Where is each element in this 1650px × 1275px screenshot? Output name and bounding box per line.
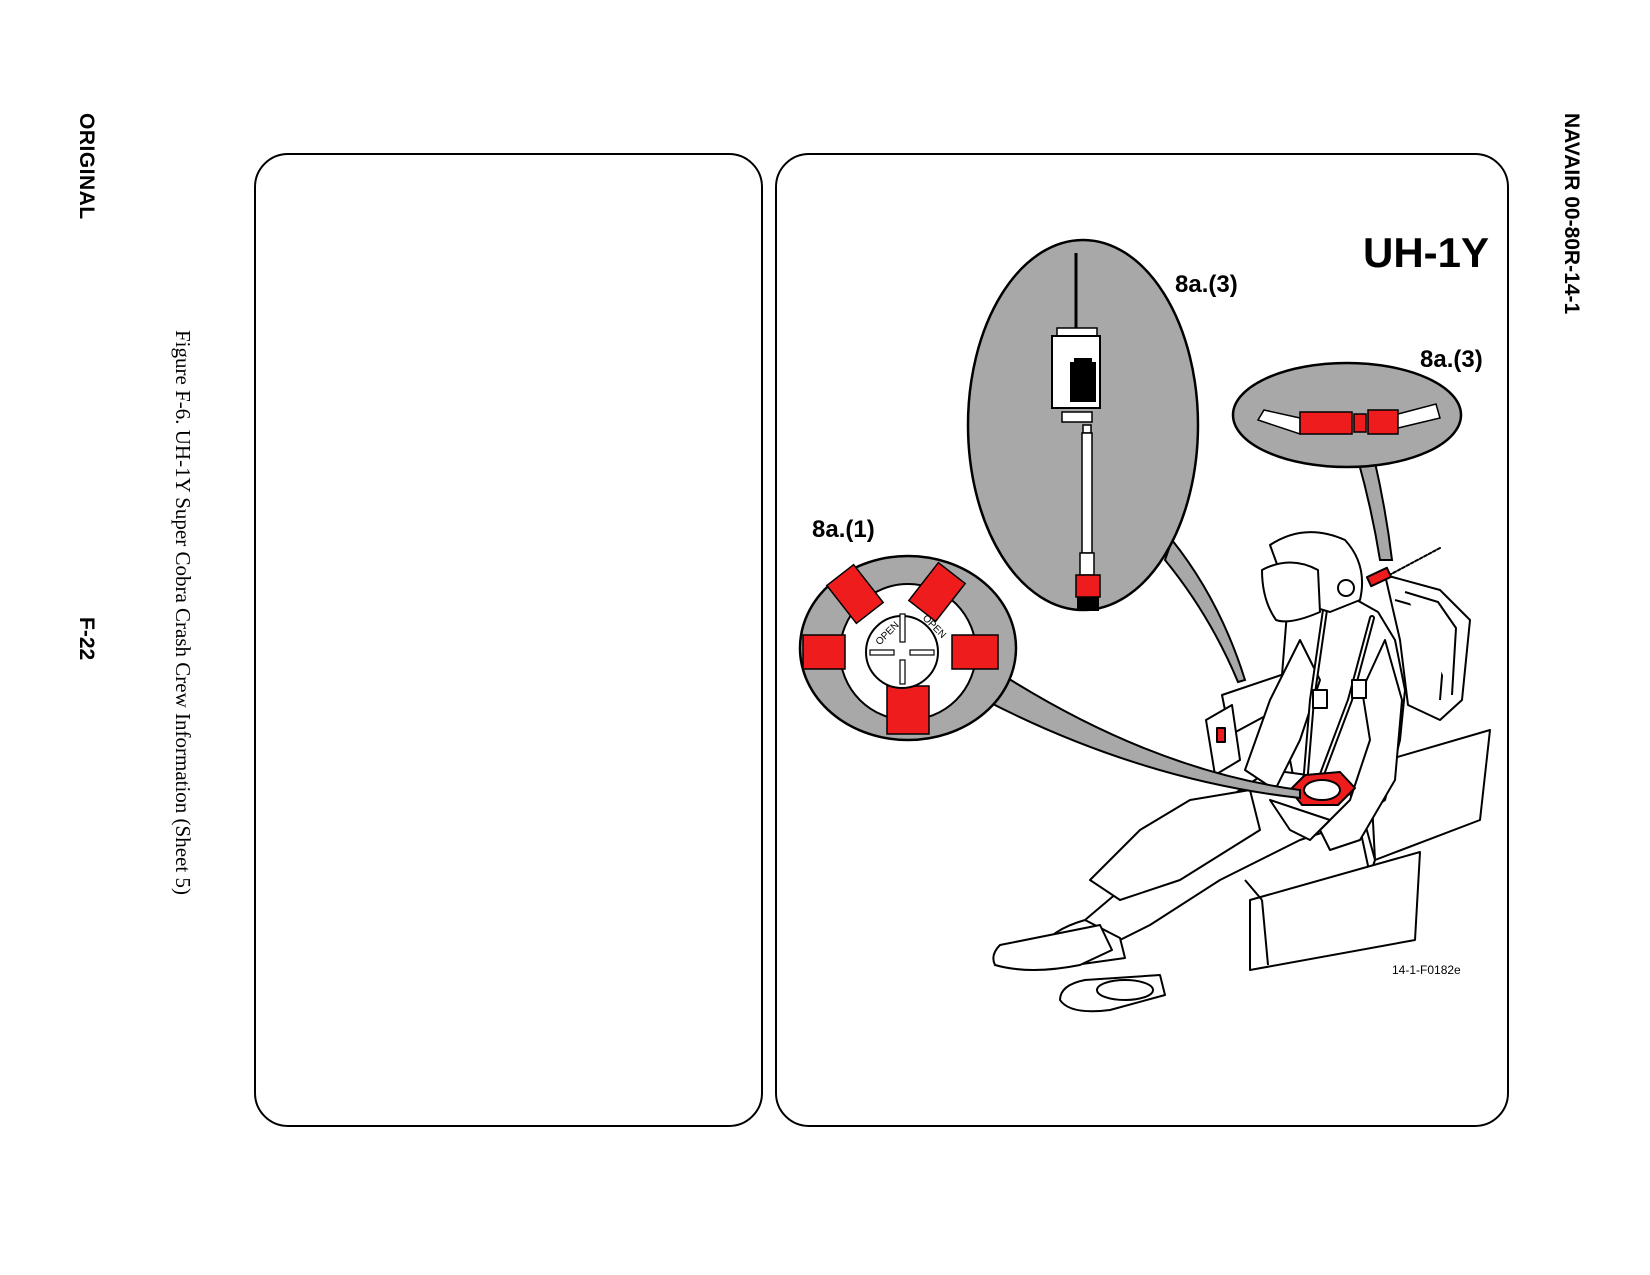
buckle-inset: OPEN OPEN xyxy=(798,554,1301,800)
seat-drawing xyxy=(1205,574,1491,971)
strap-inset xyxy=(1231,361,1463,561)
drawing-id: 14-1-F0182e xyxy=(1392,963,1461,977)
aircraft-title: UH-1Y xyxy=(1363,229,1489,276)
blank-panel xyxy=(254,153,763,1127)
callout-radio: 8a.(3) xyxy=(1175,271,1238,298)
callout-strap: 8a.(3) xyxy=(1420,346,1483,373)
callout-buckle: 8a.(1) xyxy=(812,516,875,543)
pilot-figure xyxy=(992,531,1441,1013)
radio-inset xyxy=(966,238,1247,684)
